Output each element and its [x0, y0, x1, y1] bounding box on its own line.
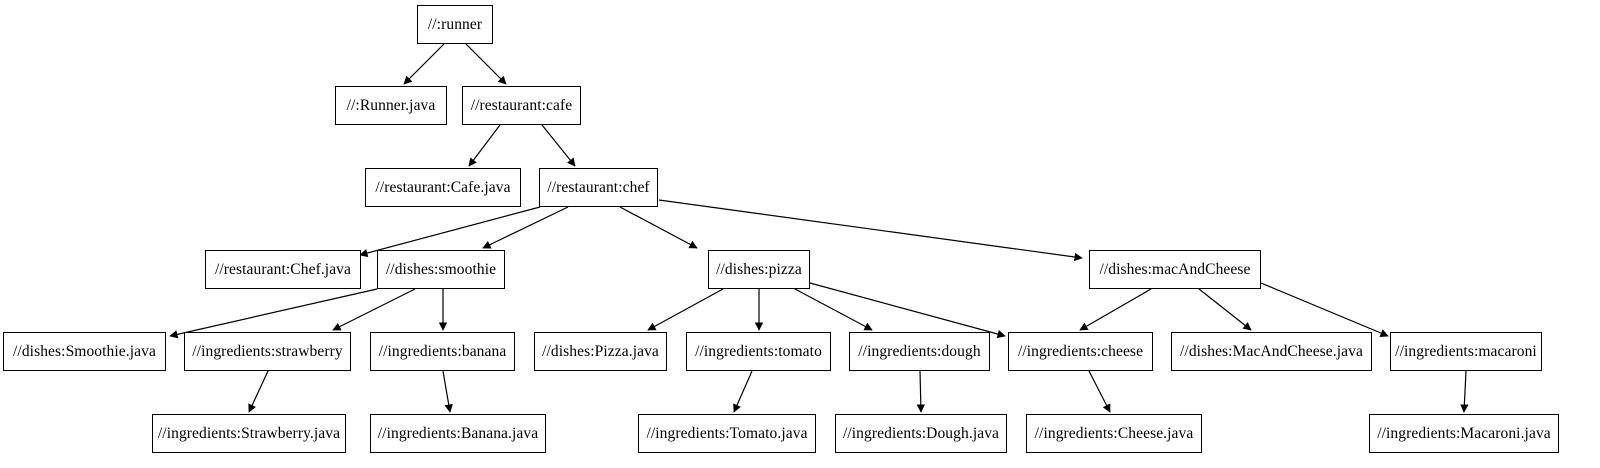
graph-edge-dishes_pizza-to-pizza_java — [647, 288, 724, 331]
graph-edge-restaurant_chef-to-dishes_smoothie — [482, 206, 569, 249]
graph-edge-dishes_pizza-to-ing_dough — [794, 288, 873, 331]
graph-node-ing_tomato[interactable]: //ingredients:tomato — [686, 332, 831, 371]
graph-edge-dishes_smoothie-to-smoothie_java — [169, 288, 378, 339]
graph-node-dishes_smoothie[interactable]: //dishes:smoothie — [377, 250, 505, 289]
graph-node-label: //ingredients:Strawberry.java — [157, 424, 341, 442]
graph-node-dishes_macandcheese[interactable]: //dishes:macAndCheese — [1089, 250, 1261, 289]
graph-edge-restaurant_chef-to-chef_java — [359, 206, 541, 258]
graph-node-label: //ingredients:Dough.java — [842, 424, 1000, 442]
graph-node-label: //dishes:Pizza.java — [542, 342, 659, 360]
graph-edge-restaurant_cafe-to-cafe_java — [468, 124, 501, 167]
graph-edge-dishes_macandcheese-to-ing_cheese — [1079, 288, 1152, 331]
graph-node-label: //ingredients:strawberry — [192, 342, 343, 360]
graph-node-label: //ingredients:dough — [858, 342, 981, 360]
graph-node-dishes_pizza[interactable]: //dishes:pizza — [708, 250, 810, 289]
graph-node-label: //ingredients:Tomato.java — [646, 424, 808, 442]
graph-edge-runner-to-runner_java — [403, 43, 445, 85]
graph-edge-runner-to-restaurant_cafe — [465, 43, 507, 85]
graph-node-label: //restaurant:Chef.java — [214, 260, 352, 278]
graph-node-label: //restaurant:cafe — [470, 96, 573, 114]
graph-edge-ing_macaroni-to-macaroni_java — [1460, 370, 1469, 413]
graph-node-label: //dishes:Smoothie.java — [13, 342, 156, 360]
graph-node-macandcheese_java[interactable]: //dishes:MacAndCheese.java — [1171, 332, 1372, 371]
graph-edge-ing_dough-to-dough_java — [916, 370, 926, 413]
graph-node-cafe_java[interactable]: //restaurant:Cafe.java — [365, 168, 521, 207]
graph-node-label: //ingredients:Macaroni.java — [1377, 424, 1551, 442]
graph-node-ing_strawberry[interactable]: //ingredients:strawberry — [184, 332, 351, 371]
graph-edge-ing_strawberry-to-strawberry_java — [248, 370, 269, 413]
graph-node-restaurant_cafe[interactable]: //restaurant:cafe — [462, 86, 581, 125]
graph-node-ing_macaroni[interactable]: //ingredients:macaroni — [1390, 332, 1542, 371]
graph-node-ing_banana[interactable]: //ingredients:banana — [370, 332, 515, 371]
graph-edge-dishes_pizza-to-ing_cheese — [809, 282, 1006, 339]
graph-node-label: //dishes:MacAndCheese.java — [1180, 342, 1363, 360]
graph-node-pizza_java[interactable]: //dishes:Pizza.java — [534, 332, 667, 371]
graph-node-label: //ingredients:Cheese.java — [1034, 424, 1194, 442]
graph-node-label: //ingredients:banana — [378, 342, 507, 360]
graph-node-dough_java[interactable]: //ingredients:Dough.java — [835, 414, 1007, 453]
graph-node-label: //ingredients:macaroni — [1395, 342, 1537, 360]
graph-node-label: //dishes:macAndCheese — [1099, 260, 1251, 278]
graph-node-label: //restaurant:Cafe.java — [375, 178, 511, 196]
graph-node-label: //restaurant:chef — [547, 178, 650, 196]
graph-node-runner_java[interactable]: //:Runner.java — [335, 86, 447, 125]
graph-edge-dishes_smoothie-to-ing_strawberry — [332, 288, 416, 331]
graph-edge-ing_tomato-to-tomato_java — [733, 370, 753, 413]
graph-node-ing_cheese[interactable]: //ingredients:cheese — [1008, 332, 1153, 371]
graph-node-label: //ingredients:cheese — [1017, 342, 1144, 360]
graph-node-banana_java[interactable]: //ingredients:Banana.java — [370, 414, 546, 453]
graph-node-label: //dishes:pizza — [716, 260, 802, 278]
graph-node-label: //:Runner.java — [346, 96, 436, 114]
graph-node-label: //ingredients:Banana.java — [377, 424, 539, 442]
graph-node-restaurant_chef[interactable]: //restaurant:chef — [539, 168, 658, 207]
graph-node-tomato_java[interactable]: //ingredients:Tomato.java — [638, 414, 816, 453]
graph-node-runner[interactable]: //:runner — [417, 5, 493, 44]
graph-edge-ing_cheese-to-cheese_java — [1088, 370, 1111, 413]
graph-edge-restaurant_cafe-to-restaurant_chef — [541, 124, 576, 167]
graph-node-cheese_java[interactable]: //ingredients:Cheese.java — [1026, 414, 1202, 453]
graph-node-ing_dough[interactable]: //ingredients:dough — [849, 332, 990, 371]
graph-edge-dishes_macandcheese-to-ing_macaroni — [1260, 282, 1389, 337]
graph-node-smoothie_java[interactable]: //dishes:Smoothie.java — [3, 332, 166, 371]
graph-node-macaroni_java[interactable]: //ingredients:Macaroni.java — [1369, 414, 1559, 453]
graph-edge-restaurant_chef-to-dishes_pizza — [619, 206, 698, 249]
graph-node-strawberry_java[interactable]: //ingredients:Strawberry.java — [152, 414, 346, 453]
graph-node-label: //:runner — [427, 15, 483, 33]
graph-node-label: //dishes:smoothie — [385, 260, 497, 278]
graph-node-chef_java[interactable]: //restaurant:Chef.java — [205, 250, 361, 289]
graph-edge-ing_banana-to-banana_java — [442, 370, 453, 413]
graph-edge-dishes_macandcheese-to-macandcheese_java — [1198, 288, 1252, 331]
graph-node-label: //ingredients:tomato — [695, 342, 822, 360]
